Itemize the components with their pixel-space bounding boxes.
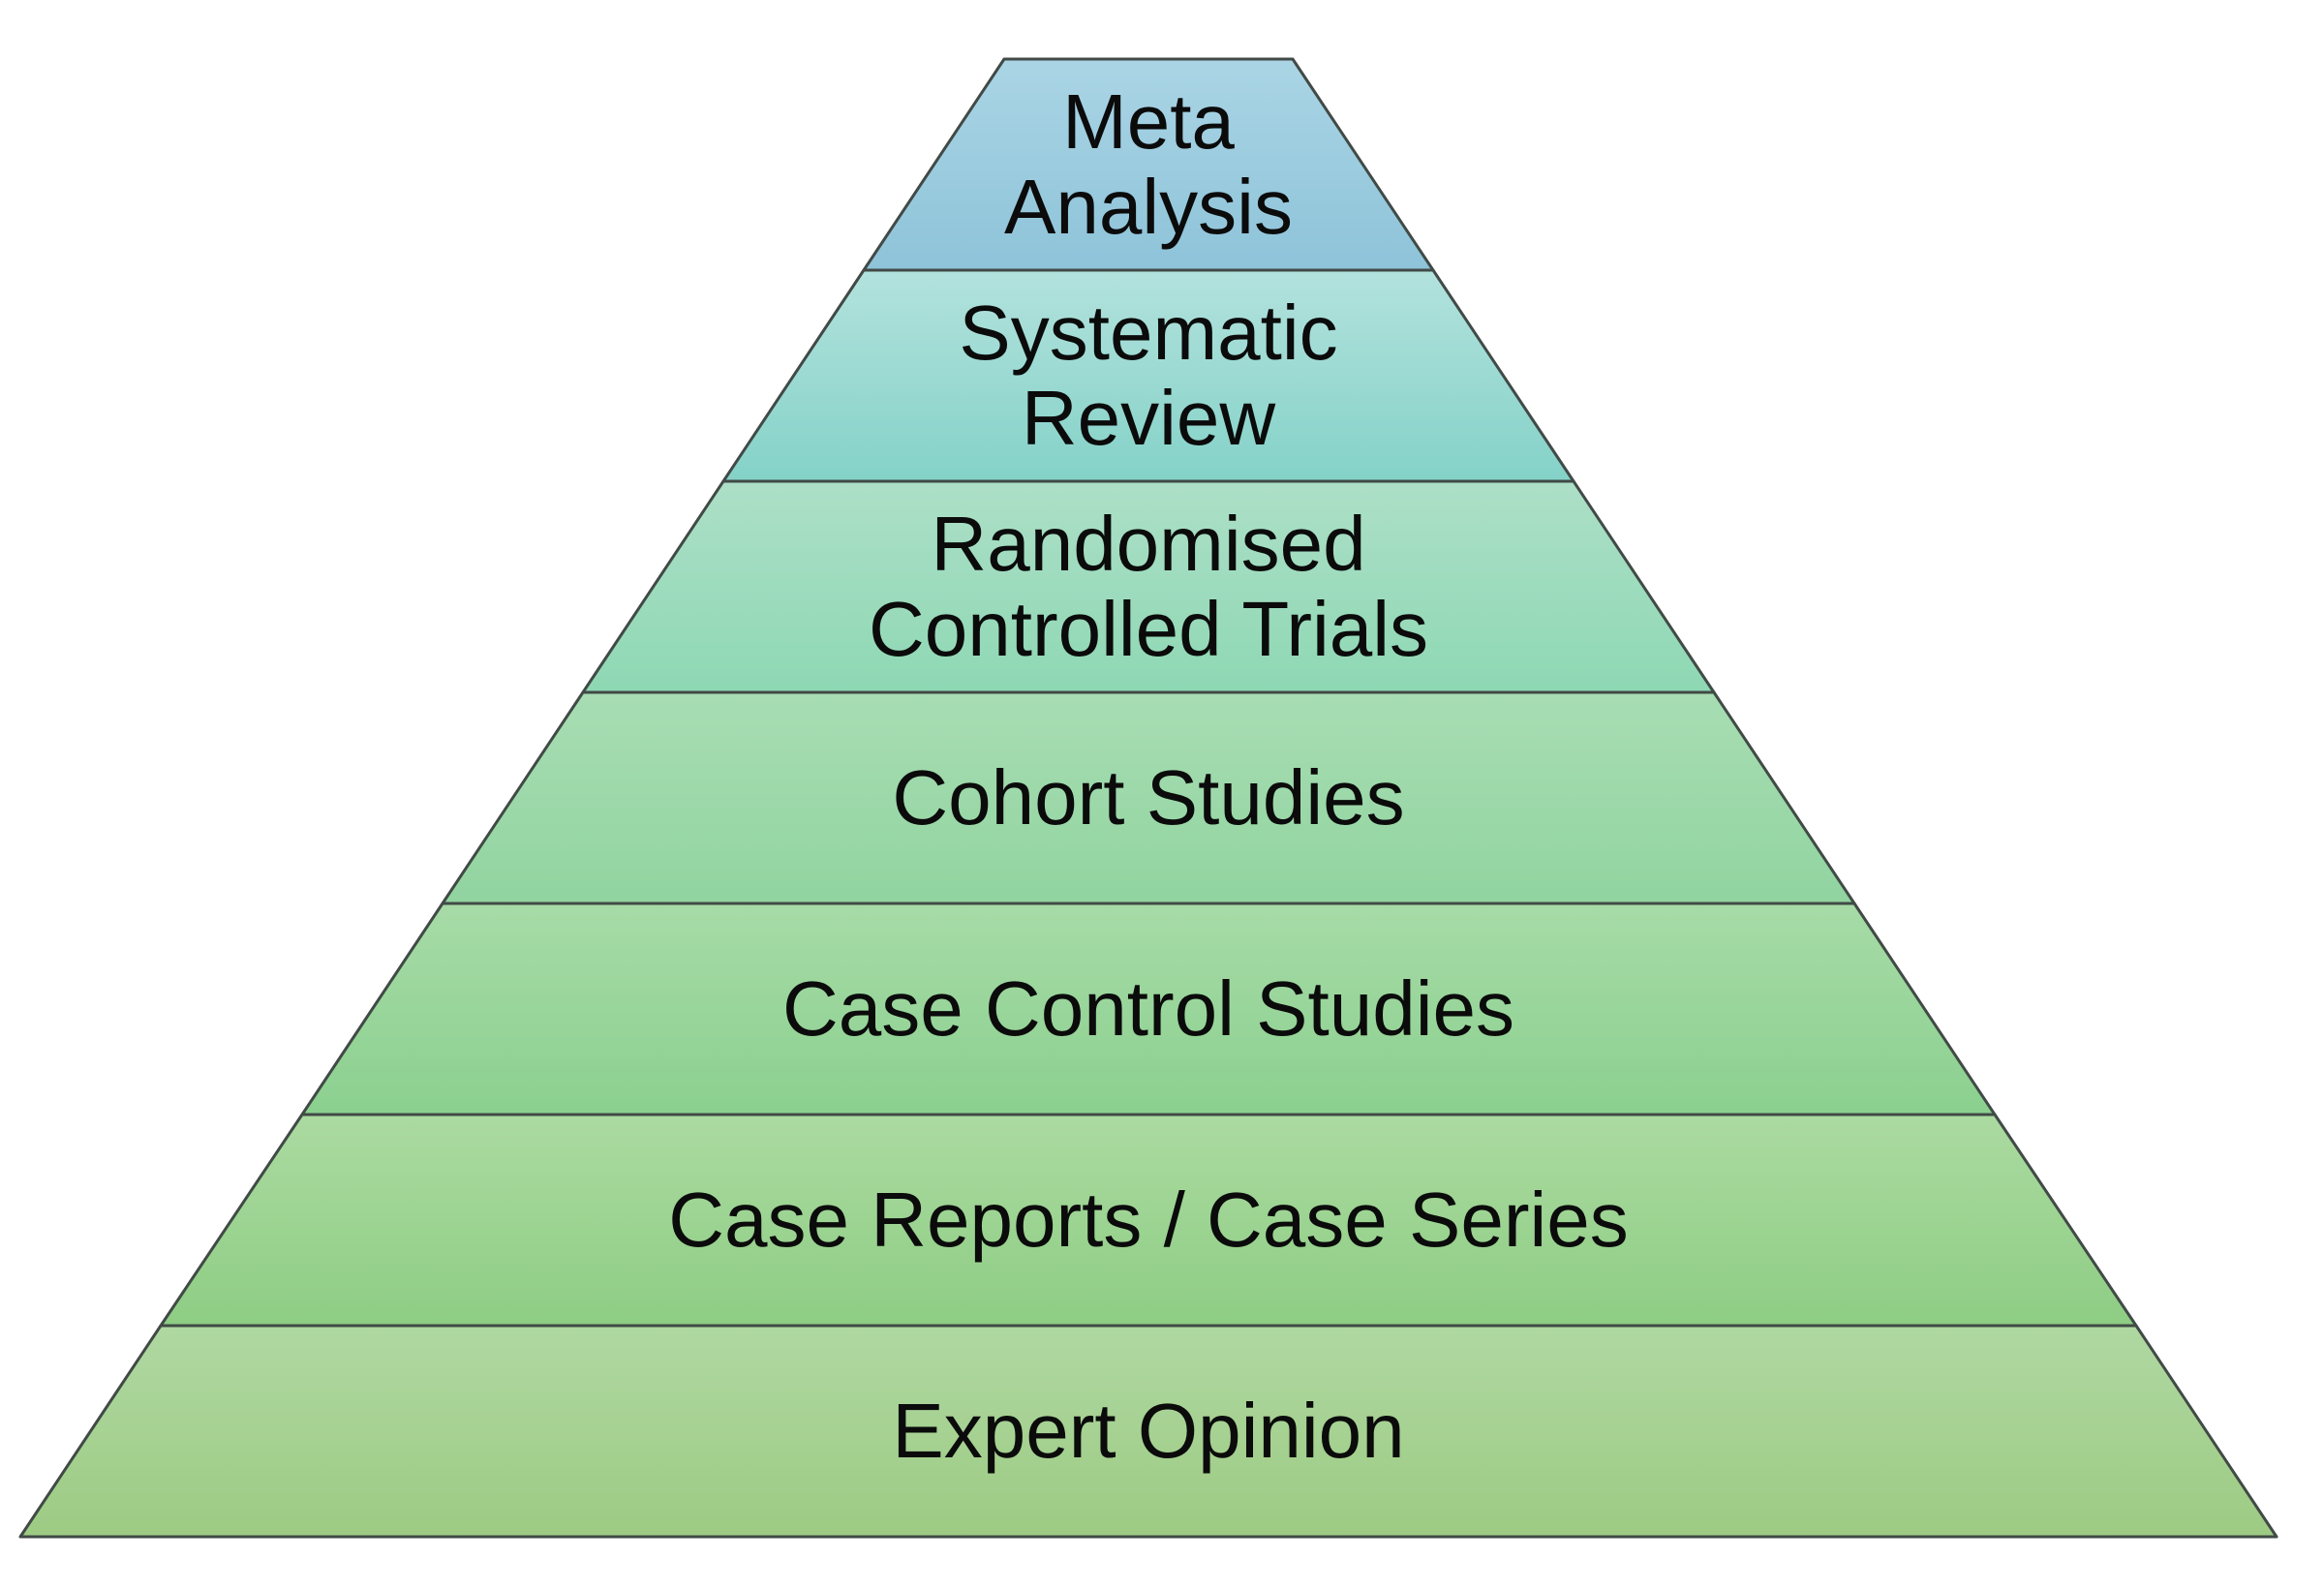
pyramid-level-case-control-studies-shape [300, 902, 1997, 1116]
pyramid-level-case-reports-case-series-shape [159, 1113, 2138, 1328]
pyramid-level-cohort-studies-shape [441, 690, 1856, 905]
pyramid-level-meta-analysis-shape [862, 57, 1435, 272]
pyramid-level-expert-opinion-shape [18, 1324, 2278, 1539]
pyramid-level-randomised-controlled-trials-shape [581, 479, 1716, 694]
pyramid-level-systematic-review-shape [721, 268, 1575, 483]
